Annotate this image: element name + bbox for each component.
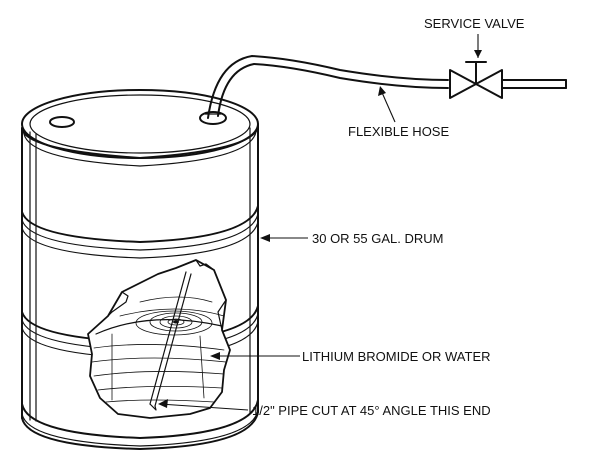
flexible-hose <box>207 55 449 119</box>
drum-hoop-upper <box>21 205 259 243</box>
liquid-line-5 <box>105 399 215 403</box>
drum-hoop-upper-3 <box>21 221 259 259</box>
drum-top-rim-outer-lip <box>21 125 259 159</box>
leader-pipe-arrow <box>158 399 168 408</box>
cutaway-edge-left <box>107 291 129 317</box>
labels: SERVICE VALVE FLEXIBLE HOSE 30 OR 55 GAL… <box>252 16 525 418</box>
leader-pipe <box>159 403 249 411</box>
drum-hoop-upper-2 <box>21 213 259 251</box>
leader-liquid-arrow <box>210 352 220 360</box>
ripple-6 <box>139 296 213 303</box>
hose-assembly <box>204 55 567 119</box>
liquid-line-3 <box>93 371 225 377</box>
dip-pipe-cut-end <box>149 403 157 411</box>
cutaway-edge-right <box>217 299 227 331</box>
dip-pipe-edge <box>154 273 192 407</box>
drum-bung-right <box>199 111 227 125</box>
drum-bottom-rim <box>21 399 259 439</box>
drum-bung-left <box>49 116 75 128</box>
label-drum: 30 OR 55 GAL. DRUM <box>312 231 444 246</box>
drum-bottom-rim-2 <box>21 409 259 447</box>
dip-pipe <box>149 271 187 405</box>
flexible-hose-edge <box>217 63 449 117</box>
ripple-1 <box>167 318 185 326</box>
label-service-valve: SERVICE VALVE <box>424 16 525 31</box>
liquid-line-2 <box>91 357 227 363</box>
label-flexible-hose: FLEXIBLE HOSE <box>348 124 449 139</box>
drum <box>21 89 259 450</box>
leader-flexible-hose-arrow <box>378 86 386 96</box>
liquid-surface <box>95 319 223 335</box>
leader-service-valve-arrow <box>474 50 482 58</box>
ripple-5 <box>119 308 225 317</box>
drum-top-rim-inner <box>29 94 251 154</box>
label-liquid: LITHIUM BROMIDE OR WATER <box>302 349 491 364</box>
drum-bottom-rim-3 <box>21 411 259 450</box>
cutaway-edge-top <box>195 259 215 271</box>
cutaway-mask <box>87 259 231 419</box>
pipe-ripple-center <box>173 320 179 324</box>
cutaway-window <box>87 259 231 419</box>
leader-drum-arrow <box>260 234 270 242</box>
liquid-line-1 <box>93 344 225 351</box>
liquid-shade-2 <box>199 335 205 399</box>
drum-top-rim-lip-2 <box>23 131 257 167</box>
leaders <box>158 34 482 411</box>
label-pipe: 1/2" PIPE CUT AT 45° ANGLE THIS END <box>252 403 491 418</box>
